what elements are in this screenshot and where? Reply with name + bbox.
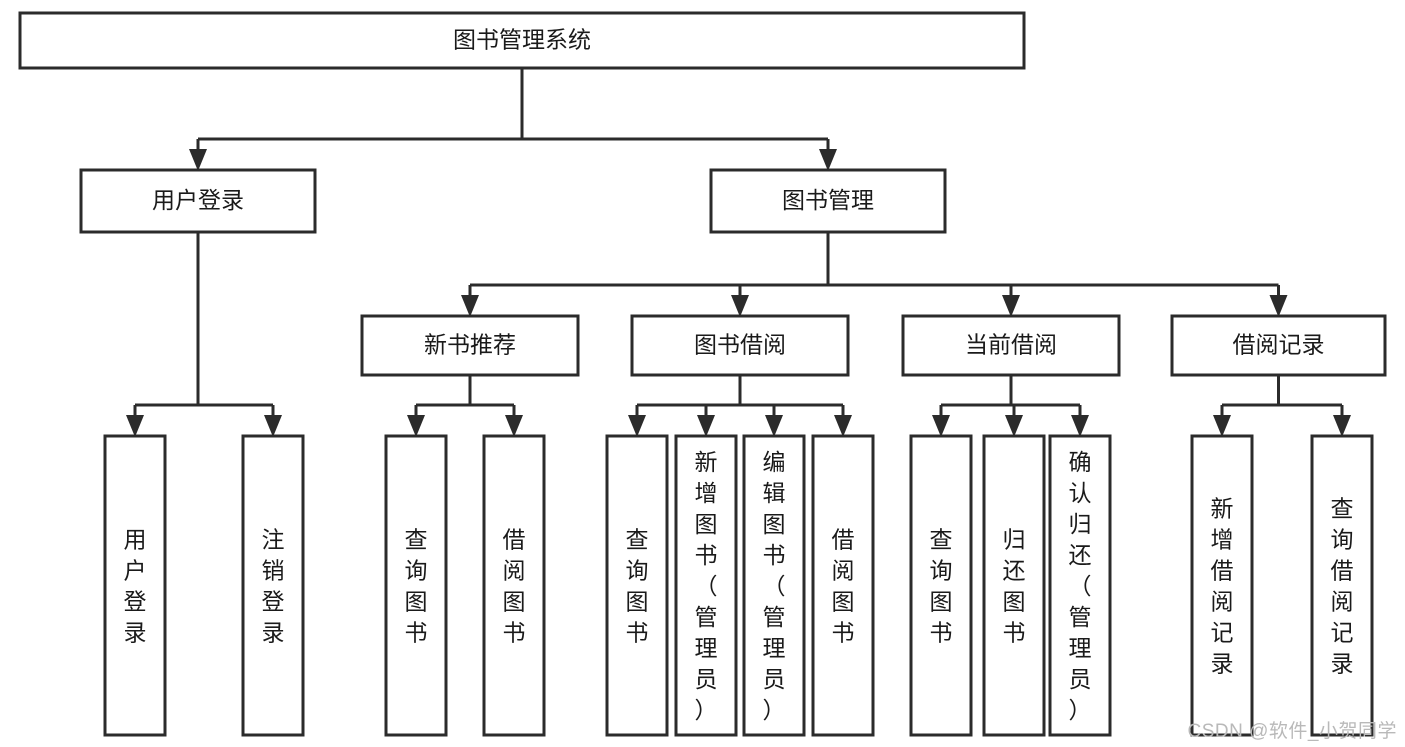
node-label-lf11: 确认归还（管理员）: [1069, 449, 1092, 723]
arrow-head-icon: [461, 295, 479, 317]
node-lf2[interactable]: 注销登录: [241, 434, 305, 737]
node-box-lf6[interactable]: [674, 434, 738, 737]
node-label-l2a: 用户登录: [152, 187, 244, 213]
arrow-head-icon: [1333, 415, 1351, 437]
arrow-head-icon: [126, 415, 144, 437]
node-label-l3a: 新书推荐: [424, 332, 516, 358]
node-box-lf13[interactable]: [1310, 434, 1374, 737]
node-l3c[interactable]: 当前借阅: [901, 314, 1121, 377]
arrow-head-icon: [765, 415, 783, 437]
node-lf10[interactable]: 归还图书: [982, 434, 1046, 737]
node-lf4[interactable]: 借阅图书: [482, 434, 546, 737]
arrow-head-icon: [628, 415, 646, 437]
node-box-lf2[interactable]: [241, 434, 305, 737]
node-label-lf7: 编辑图书（管理员）: [763, 449, 786, 723]
node-label-lf13: 查询借阅记录: [1331, 496, 1354, 677]
arrow-head-icon: [264, 415, 282, 437]
node-lf7[interactable]: 编辑图书（管理员）: [742, 434, 806, 737]
node-box-lf1[interactable]: [103, 434, 167, 737]
node-lf11[interactable]: 确认归还（管理员）: [1048, 434, 1112, 737]
arrow-head-icon: [932, 415, 950, 437]
node-label-lf1: 用户登录: [124, 527, 147, 646]
arrow-head-icon: [407, 415, 425, 437]
node-box-l2b[interactable]: [709, 168, 947, 234]
node-label-lf3: 查询图书: [405, 527, 428, 646]
arrow-head-icon: [189, 149, 207, 171]
node-label-l2b: 图书管理: [782, 187, 874, 213]
arrow-head-icon: [1071, 415, 1089, 437]
node-box-lf12[interactable]: [1190, 434, 1254, 737]
node-box-lf7[interactable]: [742, 434, 806, 737]
node-lf3[interactable]: 查询图书: [384, 434, 448, 737]
arrow-head-icon: [697, 415, 715, 437]
arrow-head-icon: [834, 415, 852, 437]
edge-group-l3b: [628, 375, 852, 437]
node-lf9[interactable]: 查询图书: [909, 434, 973, 737]
node-label-lf4: 借阅图书: [503, 527, 526, 646]
node-label-root: 图书管理系统: [453, 27, 591, 53]
arrow-head-icon: [505, 415, 523, 437]
node-box-lf3[interactable]: [384, 434, 448, 737]
node-label-l3d: 借阅记录: [1233, 332, 1325, 358]
arrow-head-icon: [1002, 295, 1020, 317]
arrow-head-icon: [1269, 295, 1288, 317]
arrow-head-icon: [1213, 415, 1231, 437]
node-l2b[interactable]: 图书管理: [709, 168, 947, 234]
node-box-l3a[interactable]: [360, 314, 580, 377]
node-label-lf12: 新增借阅记录: [1211, 496, 1234, 677]
node-box-lf11[interactable]: [1048, 434, 1112, 737]
node-lf1[interactable]: 用户登录: [103, 434, 167, 737]
connector-layer: [126, 68, 1351, 437]
node-box-lf9[interactable]: [909, 434, 973, 737]
node-l3d[interactable]: 借阅记录: [1170, 314, 1387, 377]
node-label-lf2: 注销登录: [262, 527, 285, 646]
node-lf12[interactable]: 新增借阅记录: [1190, 434, 1254, 737]
node-label-l3c: 当前借阅: [965, 332, 1057, 358]
node-layer: 图书管理系统用户登录图书管理新书推荐图书借阅当前借阅借阅记录用户登录注销登录查询…: [18, 11, 1387, 737]
node-l2a[interactable]: 用户登录: [79, 168, 317, 234]
node-label-lf6: 新增图书（管理员）: [695, 449, 718, 723]
arrow-head-icon: [819, 149, 837, 171]
node-label-lf8: 借阅图书: [832, 527, 855, 646]
node-l3b[interactable]: 图书借阅: [630, 314, 850, 377]
node-box-lf5[interactable]: [605, 434, 669, 737]
node-box-l3d[interactable]: [1170, 314, 1387, 377]
node-box-l3b[interactable]: [630, 314, 850, 377]
node-box-root[interactable]: [18, 11, 1026, 70]
node-lf13[interactable]: 查询借阅记录: [1310, 434, 1374, 737]
node-label-lf9: 查询图书: [930, 527, 953, 646]
node-box-l2a[interactable]: [79, 168, 317, 234]
node-box-lf4[interactable]: [482, 434, 546, 737]
edge-group-l3a: [407, 375, 523, 437]
edge-group-l2b: [461, 232, 1288, 317]
node-lf5[interactable]: 查询图书: [605, 434, 669, 737]
edge-group-l2a: [126, 232, 282, 437]
node-root[interactable]: 图书管理系统: [18, 11, 1026, 70]
node-box-l3c[interactable]: [901, 314, 1121, 377]
node-lf8[interactable]: 借阅图书: [811, 434, 875, 737]
node-label-lf5: 查询图书: [626, 527, 649, 646]
node-lf6[interactable]: 新增图书（管理员）: [674, 434, 738, 737]
arrow-head-icon: [731, 295, 749, 317]
node-label-lf10: 归还图书: [1003, 527, 1026, 646]
node-l3a[interactable]: 新书推荐: [360, 314, 580, 377]
node-box-lf8[interactable]: [811, 434, 875, 737]
node-label-l3b: 图书借阅: [694, 332, 786, 358]
edge-group-l3c: [932, 375, 1089, 437]
edge-group-l3d: [1213, 375, 1351, 437]
arrow-head-icon: [1005, 415, 1023, 437]
edge-group-root: [189, 68, 837, 171]
node-box-lf10[interactable]: [982, 434, 1046, 737]
